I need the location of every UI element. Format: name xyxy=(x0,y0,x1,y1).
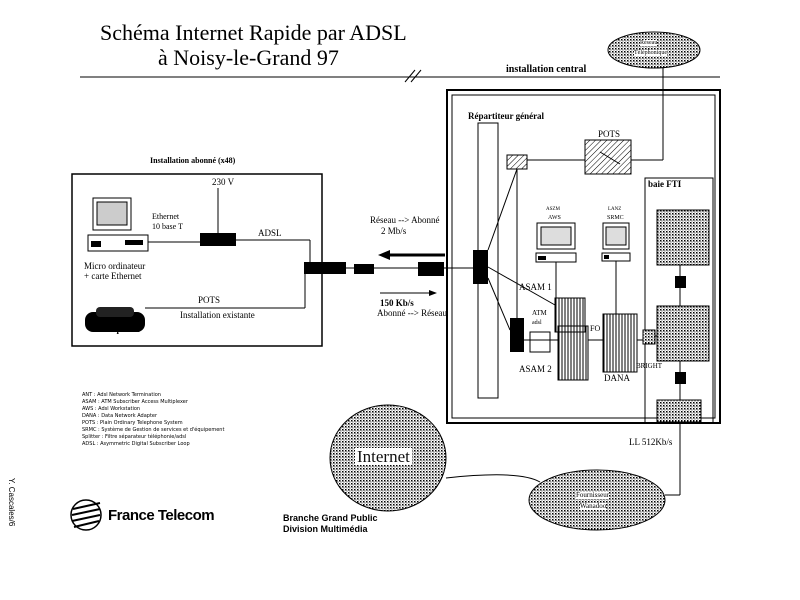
baie-equipment-bottom xyxy=(656,399,702,423)
central-splitter-1 xyxy=(473,250,488,284)
central-installation-frame xyxy=(446,89,721,424)
bright-label: BRIGHT xyxy=(636,362,663,370)
awsm-label: ASZM xyxy=(546,207,560,212)
acronym-legend: ANT : Adsl Network Termination ASAM : AT… xyxy=(82,392,262,448)
micro-line1: Micro ordinateur xyxy=(84,261,146,271)
baie-fti xyxy=(644,177,714,424)
central-splitter-2 xyxy=(510,318,524,352)
telephone-label: Téléphone xyxy=(100,324,141,334)
dana-rack xyxy=(602,313,638,373)
srmc-top-label: LANZ xyxy=(608,207,622,212)
subscriber-splitter xyxy=(304,262,346,274)
legend-item: DANA : Data Network Adapter xyxy=(82,413,158,419)
pots-right-label: POTS xyxy=(598,129,621,139)
legend-item: ASAM : ATM Subscriber Access Multiplexer xyxy=(82,399,188,405)
installation-central-label: installation central xyxy=(506,64,587,75)
france-telecom-logo xyxy=(70,499,102,531)
baie-equipment-top xyxy=(656,209,710,266)
ant-modem xyxy=(200,233,236,246)
branch-block: Branche Grand Public Division Multimédia xyxy=(283,513,378,535)
cloud-top-line2: Téléphonique xyxy=(634,50,667,56)
baie-equipment-mid xyxy=(656,305,710,362)
asam1-label: ASAM 1 xyxy=(519,282,552,292)
legend-item: SRMC : Système de Gestion de services et… xyxy=(82,427,225,433)
abonne-reseau-label: Abonné --> Réseau xyxy=(377,308,448,318)
page-title-line1: Schéma Internet Rapide par ADSL xyxy=(100,20,407,45)
ethernet-label: Ethernet xyxy=(152,212,180,221)
cloud-bottom-line1: Fournisseur xyxy=(576,491,610,499)
asam2-label: ASAM 2 xyxy=(519,364,552,374)
aws-label: AWS xyxy=(548,215,561,221)
fo-label: FO xyxy=(590,324,601,333)
adsl-small-label: adsl xyxy=(532,320,542,326)
pc-unit xyxy=(87,234,149,252)
dana-label: DANA xyxy=(604,373,630,383)
cloud-top-line1: Réseau xyxy=(640,40,658,46)
cloud-bottom-line2: Wanadoo xyxy=(580,502,607,510)
atm-box xyxy=(529,331,551,353)
subscriber-frame xyxy=(71,173,323,347)
branch-line2: Division Multimédia xyxy=(283,524,368,534)
splitter-box xyxy=(506,154,528,170)
legend-item: Splitter : Filtre séparateur téléphonie/… xyxy=(82,434,187,440)
subscriber-filter xyxy=(354,264,374,274)
branch-line1: Branche Grand Public xyxy=(283,513,378,523)
reseau-abonne-label: Réseau --> Abonné xyxy=(370,215,440,225)
v230-label: 230 V xyxy=(212,177,235,187)
legend-item: ADSL : Asymmetric Digital Subscriber Loo… xyxy=(82,441,190,447)
mbps2-label: 2 Mb/s xyxy=(381,226,407,236)
adsl-label: ADSL xyxy=(258,228,282,238)
tenbase-label: 10 base T xyxy=(152,222,183,231)
installation-existante-label: Installation existante xyxy=(180,310,255,320)
legend-item: POTS : Plain Ordinary Telephone System xyxy=(82,420,183,426)
line-connector xyxy=(418,262,444,276)
srmc-label: SRMC xyxy=(607,215,624,221)
asam2-rack xyxy=(557,325,589,381)
company-name: France Telecom xyxy=(108,507,215,524)
repartiteur-label: Répartiteur général xyxy=(468,111,545,121)
wanadoo-cloud xyxy=(528,469,666,531)
ll-label: LL 512Kb/s xyxy=(629,437,673,447)
micro-line2: + carte Ethernet xyxy=(84,271,142,281)
installation-abonne-label: Installation abonné (x48) xyxy=(150,156,236,165)
side-note: Y. Cascales/6 xyxy=(7,478,16,527)
bright-box xyxy=(642,329,656,345)
legend-item: ANT : Adsl Network Termination xyxy=(82,392,161,398)
legend-item: AWS : Adsl Workstation xyxy=(82,406,141,412)
baie-fti-label: baie FTI xyxy=(648,179,682,189)
internet-label: Internet xyxy=(355,447,412,466)
page-title-line2: à Noisy-le-Grand 97 xyxy=(158,45,339,70)
pots-left-label: POTS xyxy=(198,295,221,305)
atm-label: ATM xyxy=(532,309,547,317)
kbps150-label: 150 Kb/s xyxy=(380,298,414,308)
